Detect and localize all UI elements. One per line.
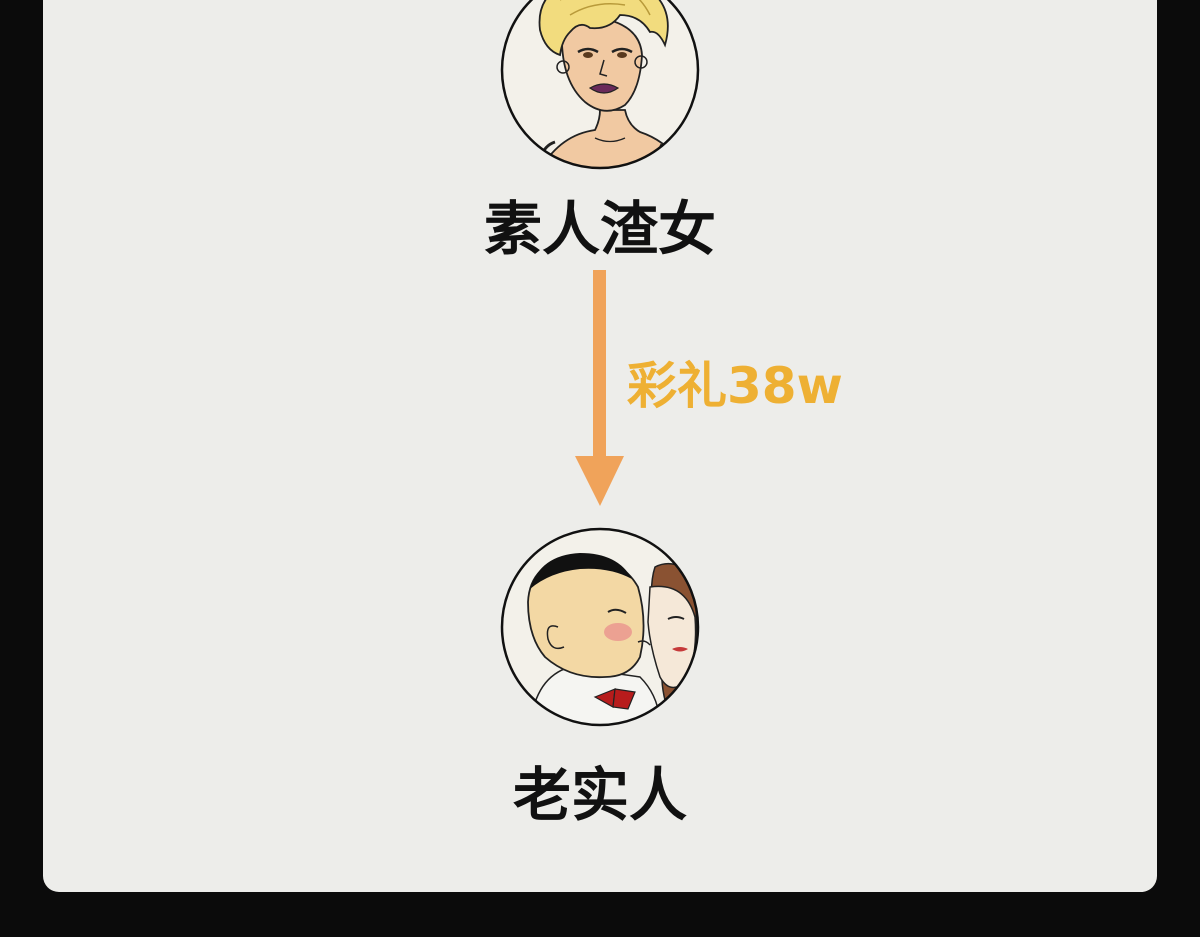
down-arrow-icon <box>575 270 624 506</box>
bottom-node-label: 老实人 <box>512 761 687 829</box>
diagram-panel: 素人渣女 彩礼38w <box>43 0 1157 892</box>
bald-man-kissing-woman-portrait-icon <box>500 527 700 727</box>
edge-label: 彩礼38w <box>627 357 843 415</box>
top-node-label: 素人渣女 <box>483 195 716 263</box>
blonde-woman-portrait-icon <box>500 0 700 170</box>
